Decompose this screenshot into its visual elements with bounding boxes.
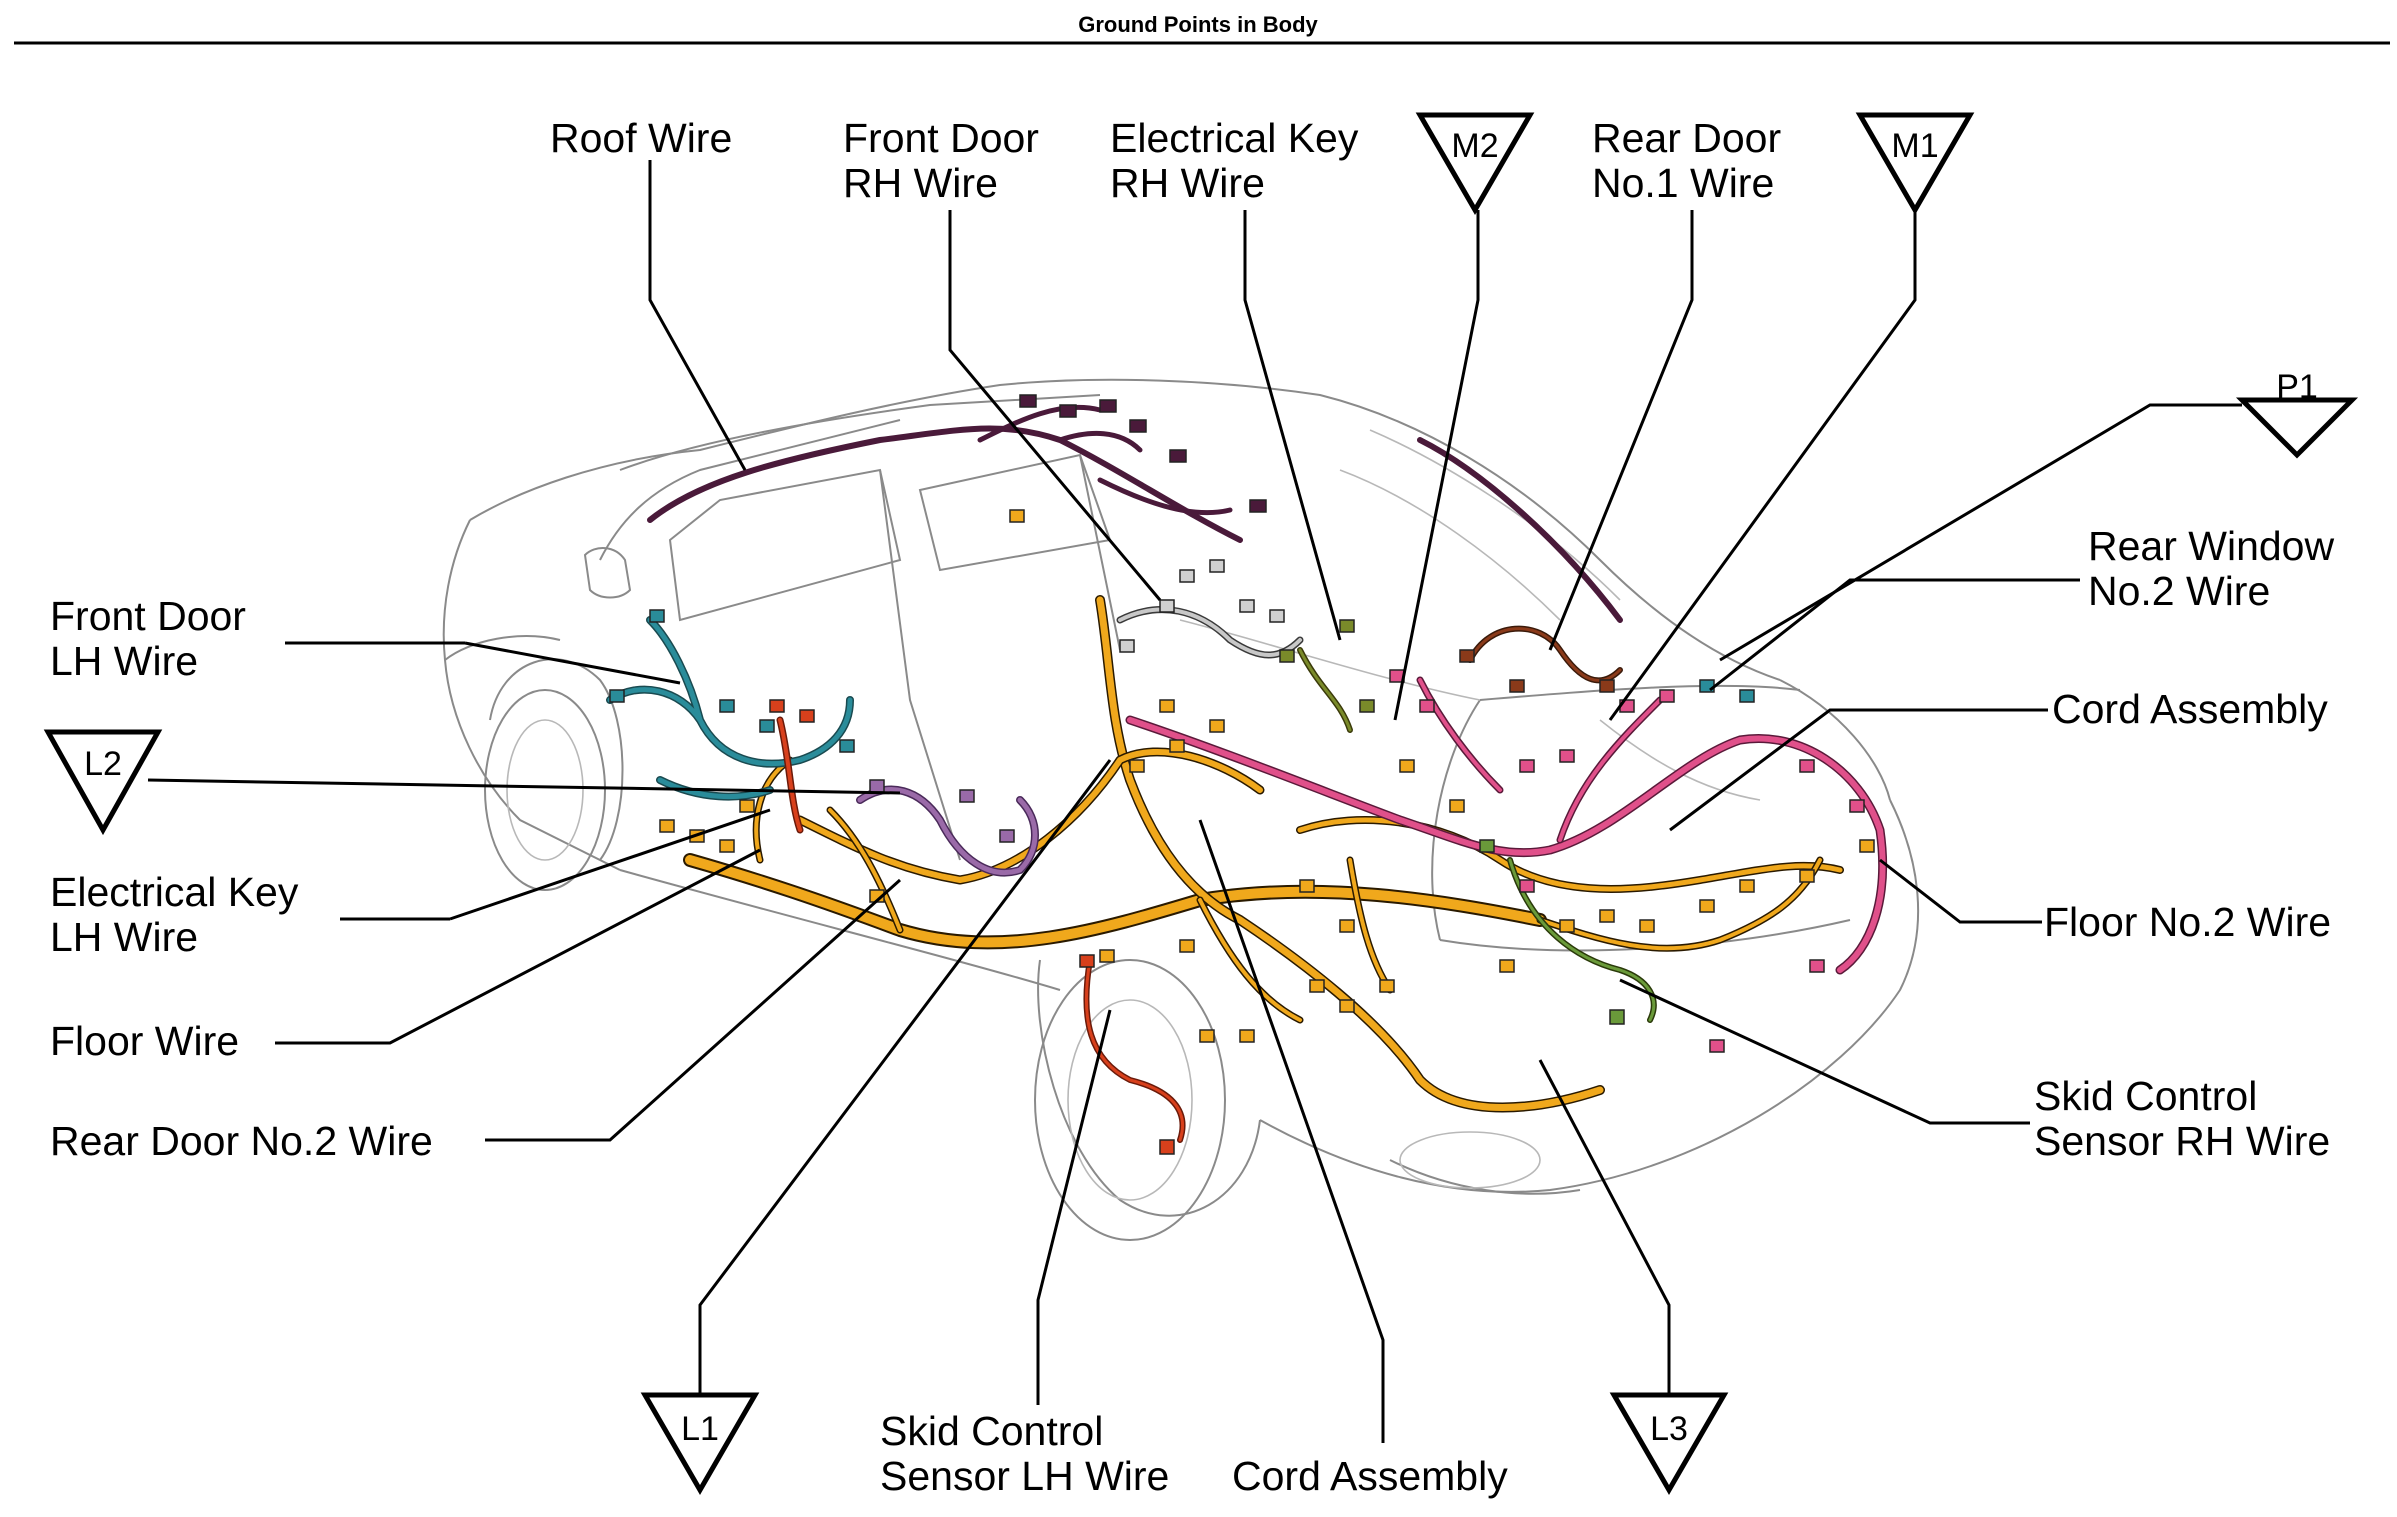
ground-point-l1: L1 [640, 1392, 760, 1495]
leader-l1 [698, 759, 1112, 1395]
label-skid-rh-line2: Sensor RH Wire [2034, 1118, 2330, 1164]
label-skid-lh-line1: Skid Control [880, 1408, 1103, 1454]
labels: Roof Wire Front Door RH Wire Electrical … [50, 115, 2334, 1499]
label-floor-no2-wire: Floor No.2 Wire [2044, 899, 2331, 945]
label-cord-assembly-bottom: Cord Assembly [1232, 1453, 1508, 1499]
front-door-lh-harness [607, 617, 853, 799]
label-rear-window-no2-line2: No.2 Wire [2088, 568, 2270, 614]
label-front-door-lh-line2: LH Wire [50, 638, 198, 684]
ground-point-m1-label: M1 [1891, 127, 1938, 165]
connectors [609, 394, 1875, 1155]
label-front-door-lh-line1: Front Door [50, 593, 246, 639]
floor-wire-harness [685, 855, 1545, 948]
leader-m2 [1393, 210, 1480, 721]
label-rear-door-no1-line1: Rear Door [1592, 115, 1781, 161]
label-elec-key-rh-line1: Electrical Key [1110, 115, 1359, 161]
label-roof-wire: Roof Wire [550, 115, 732, 161]
label-skid-rh-line1: Skid Control [2034, 1073, 2257, 1119]
label-rear-window-no2-line1: Rear Window [2088, 523, 2334, 569]
ground-point-m2-label: M2 [1451, 127, 1498, 165]
ground-point-l2: L2 [43, 729, 163, 836]
ground-point-p1: P1 [2235, 368, 2359, 459]
elec-key-rh-harness [1298, 648, 1352, 732]
label-front-door-rh-line2: RH Wire [843, 160, 998, 206]
label-elec-key-lh-line1: Electrical Key [50, 869, 299, 915]
ground-point-m2: M2 [1415, 112, 1535, 215]
label-front-door-rh-line1: Front Door [843, 115, 1039, 161]
label-elec-key-rh-line2: RH Wire [1110, 160, 1265, 206]
label-leader-tails [275, 578, 2080, 1142]
label-cord-assembly-right: Cord Assembly [2052, 686, 2328, 732]
pink-wire-harness [1127, 717, 1886, 973]
label-elec-key-lh-line2: LH Wire [50, 914, 198, 960]
ground-point-l3: L3 [1609, 1392, 1729, 1495]
ground-point-m1: M1 [1855, 112, 1975, 215]
leader-lines [275, 160, 2048, 1443]
ground-point-l3-label: L3 [1650, 1410, 1688, 1448]
roof-wire-harness [647, 425, 1243, 543]
leader-p1 [1719, 403, 2242, 662]
leader-l3 [1538, 1059, 1671, 1395]
rear-door-no2-harness [857, 787, 1038, 876]
label-rear-door-no1-line2: No.1 Wire [1592, 160, 1774, 206]
ground-point-l2-label: L2 [84, 745, 122, 783]
label-floor-wire: Floor Wire [50, 1018, 239, 1064]
ground-point-l1-label: L1 [681, 1410, 719, 1448]
ground-point-p1-label: P1 [2276, 368, 2318, 406]
leader-l2 [147, 778, 901, 795]
label-rear-door-no2-wire: Rear Door No.2 Wire [50, 1118, 433, 1164]
leader-m1 [1608, 210, 1917, 721]
page-title: Ground Points in Body [1078, 12, 1318, 37]
label-skid-lh-line2: Sensor LH Wire [880, 1453, 1169, 1499]
